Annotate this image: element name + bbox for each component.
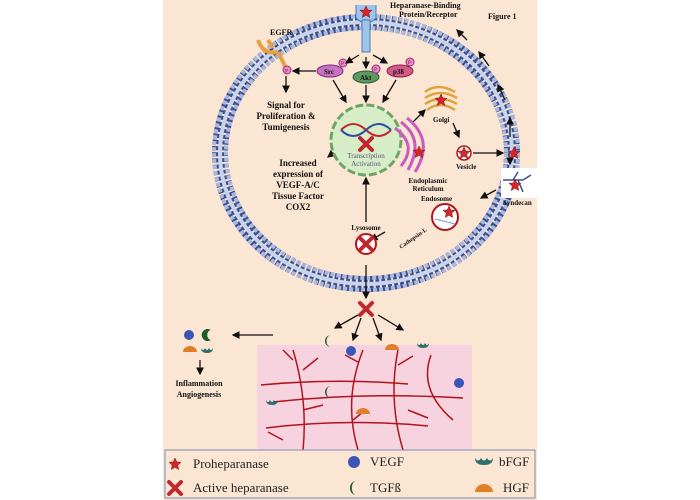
legend-vegf-icon <box>348 456 360 468</box>
src-label: Src <box>324 68 334 76</box>
nucleus <box>329 103 403 177</box>
expression-label-2: expression of <box>273 169 324 179</box>
syndecan <box>501 168 537 198</box>
golgi <box>424 85 458 112</box>
expression-text: Increased expression of VEGF-A/C Tissue … <box>272 158 324 212</box>
legend-proheparanase: Proheparanase <box>193 456 269 471</box>
p38-label: p38 <box>393 68 404 76</box>
transcription-label-2: Activation <box>351 160 381 168</box>
extracellular-matrix <box>257 335 472 451</box>
expression-label-1: Increased <box>279 158 316 168</box>
active-heparanase-x <box>358 301 374 317</box>
src-phospho: P <box>341 62 344 67</box>
cathepsin-label: Cathepsin-L <box>399 227 429 250</box>
endosome <box>431 203 459 231</box>
endosome-label: Endosome <box>421 195 452 203</box>
legend: Proheparanase Active heparanase VEGF TGF… <box>164 449 536 499</box>
legend-vegf: VEGF <box>370 454 404 469</box>
egfr-label: EGFR <box>270 28 292 37</box>
p38-phospho: P <box>408 61 411 66</box>
figure-label: Figure 1 <box>488 12 517 21</box>
egfr-phospho: P <box>285 70 288 75</box>
golgi-label: Golgi <box>433 116 449 124</box>
egfr-receptor <box>256 38 292 75</box>
vesicle-label: Vesicle <box>456 163 476 171</box>
legend-active-heparanase: Active heparanase <box>193 480 289 495</box>
er-label-1: Endoplasmic <box>409 177 448 185</box>
legend-hgf: HGF <box>503 480 529 495</box>
er-label-2: Reticulum <box>412 185 443 193</box>
released-growth-factors <box>183 329 213 353</box>
akt-kinase <box>352 64 381 84</box>
legend-hgf-icon <box>475 484 493 492</box>
legend-bfgf-icon <box>475 458 493 465</box>
receptor-label-1: Heparanase-Binding <box>390 1 461 10</box>
vesicle <box>456 145 472 161</box>
akt-label: Akt <box>360 74 372 82</box>
expression-label-5: COX2 <box>286 202 311 212</box>
lysosome-label: Lysosome <box>351 224 380 232</box>
expression-label-3: VEGF-A/C <box>276 180 320 190</box>
transcription-label-1: Transcription <box>347 152 385 160</box>
endoplasmic-reticulum <box>394 116 426 173</box>
syndecan-label: Syndecan <box>503 199 532 207</box>
lysosome <box>355 233 377 255</box>
figure-panel: Heparanase-Binding Protein/Receptor Figu… <box>163 0 537 500</box>
signal-label-1: Signal for <box>267 100 305 110</box>
legend-bfgf: bFGF <box>499 454 529 469</box>
p38-kinase <box>386 57 415 78</box>
receptor-label-2: Protein/Receptor <box>399 10 458 19</box>
signal-label-2: Proliferation & <box>256 111 316 121</box>
legend-tgfb: TGFß <box>370 480 402 495</box>
heparanase-receptor <box>355 5 377 53</box>
heparanase-pathway-diagram: Heparanase-Binding Protein/Receptor Figu… <box>164 1 537 499</box>
akt-phospho: P <box>374 68 377 73</box>
expression-label-4: Tissue Factor <box>272 191 324 201</box>
outcome-label-1: Inflammation <box>175 379 223 388</box>
signal-label-3: Tumigenesis <box>262 122 310 132</box>
legend-tgfb-icon <box>350 481 356 495</box>
outcome-label-2: Angiogenesis <box>177 390 221 399</box>
